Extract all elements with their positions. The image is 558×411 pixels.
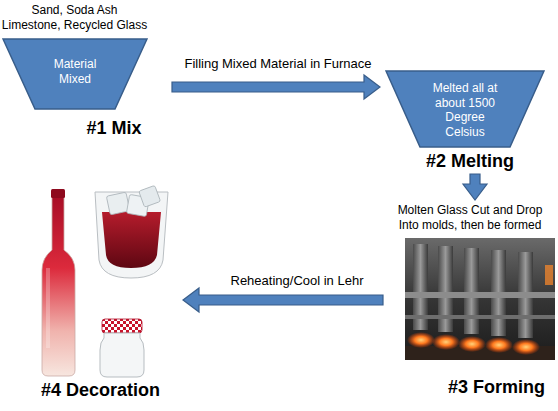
glowing-glass bbox=[545, 265, 553, 285]
forming-station: Molten Glass Cut and Drop Into molds, th… bbox=[383, 200, 555, 406]
step-title: #2 Melting bbox=[410, 150, 530, 172]
decoration-group: #4 Decoration bbox=[18, 185, 183, 407]
block-arrow bbox=[183, 288, 383, 312]
glowing-glass bbox=[485, 337, 513, 353]
jar-lid bbox=[102, 319, 142, 333]
glowing-glass bbox=[458, 336, 486, 352]
stage-text: Melted all at about 1500 Degree Celsius bbox=[430, 81, 500, 139]
machine-rail bbox=[405, 292, 555, 298]
bottle-cap bbox=[51, 189, 65, 198]
ice-cube bbox=[139, 185, 161, 207]
machine-column bbox=[464, 248, 479, 334]
ingredient-list: Sand, Soda Ash Limestone, Recycled Glass bbox=[1, 3, 148, 33]
arrow-label: Filling Mixed Material in Furnace bbox=[168, 56, 388, 72]
mix-hopper: Sand, Soda Ash Limestone, Recycled Glass… bbox=[0, 0, 172, 146]
jar bbox=[100, 333, 144, 377]
machine-rail bbox=[405, 315, 555, 319]
trapezoid-shape bbox=[386, 71, 544, 147]
machine-column bbox=[438, 246, 453, 332]
melting-furnace: Melted all at about 1500 Degree Celsius #… bbox=[380, 68, 552, 174]
step-title: #4 Decoration bbox=[18, 379, 183, 401]
glowing-glass bbox=[407, 332, 435, 348]
glowing-glass bbox=[432, 334, 460, 350]
arrow-label: Reheating/Cool in Lehr bbox=[207, 273, 387, 289]
glowing-glass bbox=[512, 339, 540, 355]
bottle bbox=[42, 196, 75, 376]
block-arrow bbox=[172, 75, 380, 99]
block-arrow bbox=[463, 174, 487, 200]
stage-note: Molten Glass Cut and Drop Into molds, th… bbox=[389, 203, 551, 233]
bottle-highlight bbox=[46, 268, 50, 348]
glass-cup bbox=[95, 192, 168, 278]
forming-photo bbox=[405, 238, 555, 360]
step-title: #1 Mix bbox=[62, 117, 166, 139]
cup-liquid bbox=[102, 212, 161, 268]
step-title: #3 Forming bbox=[438, 376, 555, 398]
photo-background bbox=[405, 238, 555, 360]
stage-text: Material Mixed bbox=[45, 57, 105, 87]
trapezoid-shape bbox=[3, 39, 147, 109]
